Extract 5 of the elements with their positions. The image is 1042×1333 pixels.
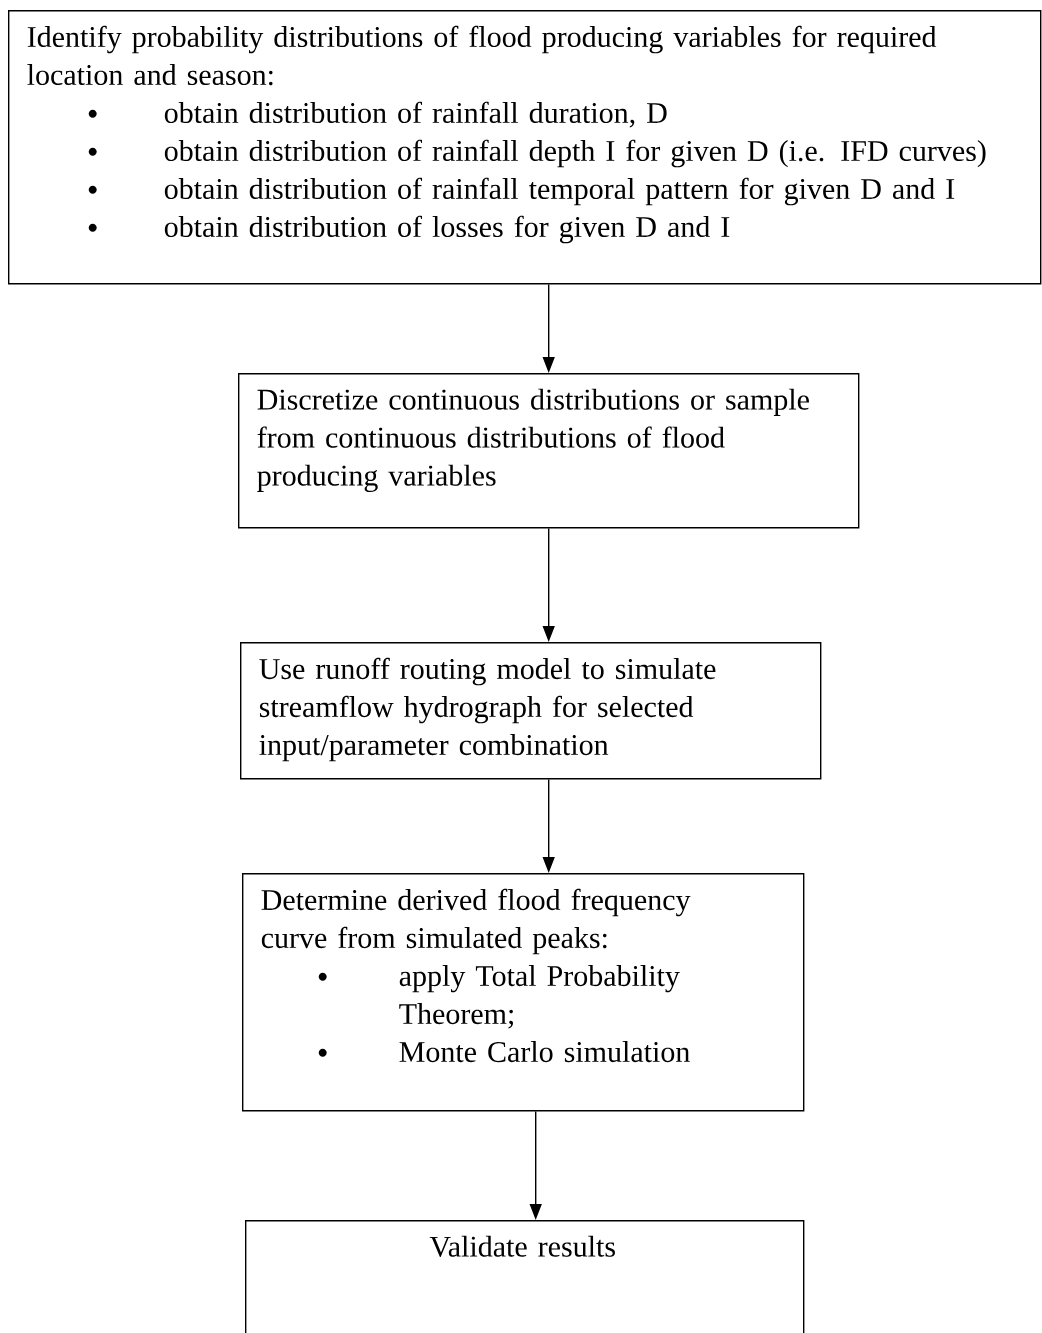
process-box: Validate results: [245, 1220, 805, 1333]
process-box: Discretize continuous distributions or sample from continuous distributions of flood producing variables: [238, 373, 860, 529]
process-box: Use runoff routing model to simulate streamflow hydrograph for selected input/parameter combination: [240, 642, 822, 780]
process-box: Determine derived flood frequency curve from simulated peaks: apply Total Probability Theorem; Monte Carlo simulation: [242, 873, 805, 1112]
process-box: Identify probability distributions of flood producing variables for required location and season: obtain distribution of rainfall duration, D obtain distribution of rainfall depth I for given D (i.e. IFD curves) obtain distribution of rainfall temporal pattern for given D and I obtain distribution of losses for given D and I: [8, 10, 1042, 285]
